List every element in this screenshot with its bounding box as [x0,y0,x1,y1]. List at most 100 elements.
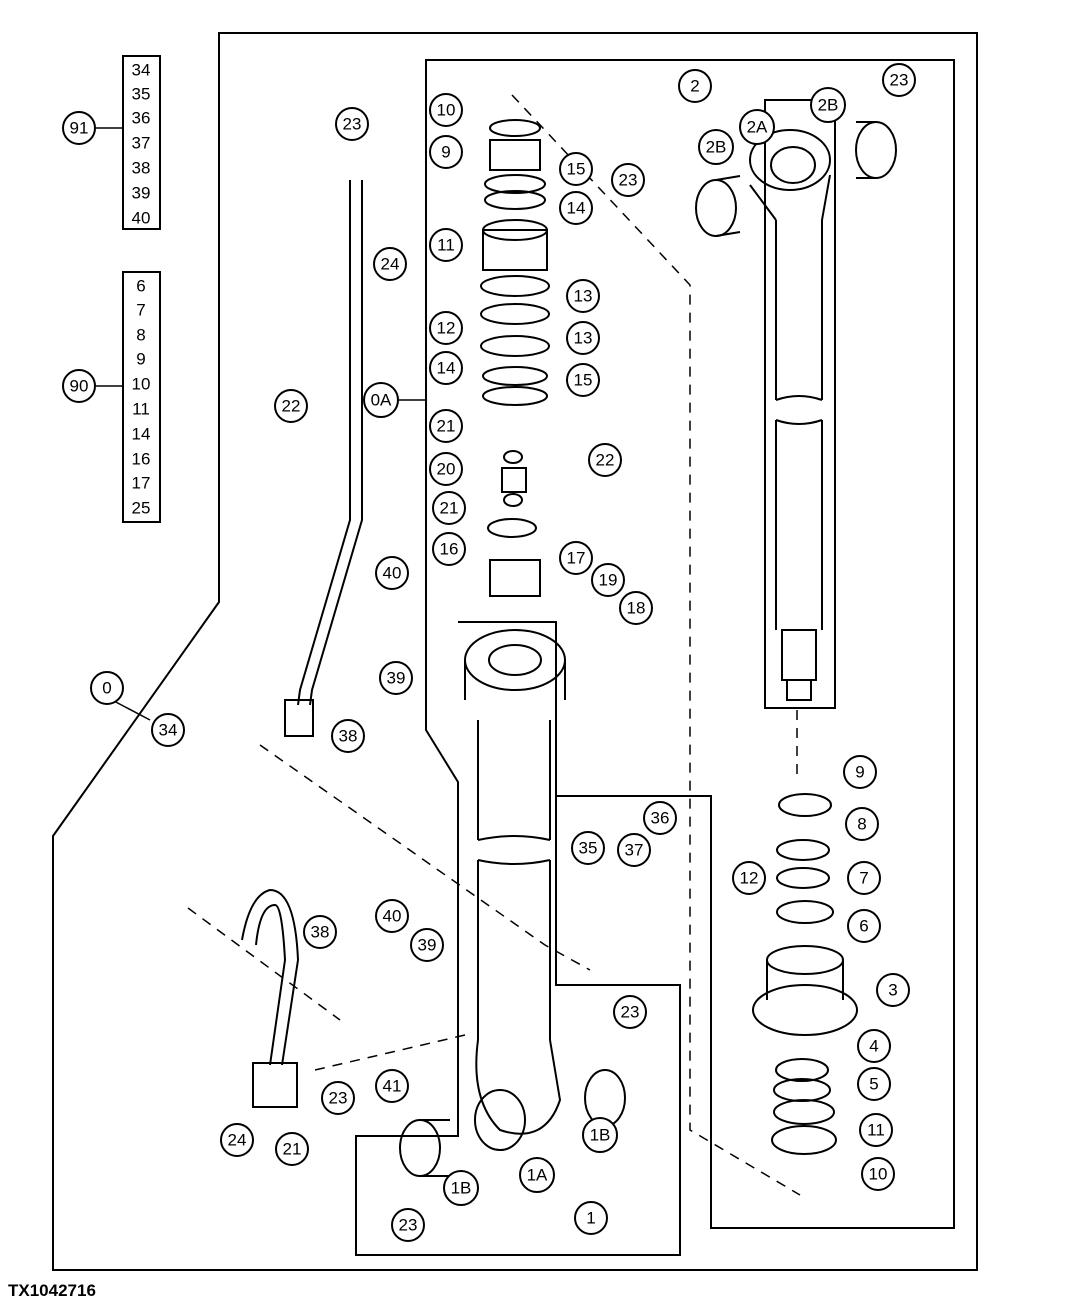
kit-90-item: 9 [136,350,145,369]
kit-91-item: 36 [132,109,151,128]
callout-17-a [566,279,600,313]
callout-1b-right-text: 1B [590,1126,611,1145]
callout-17-b-text: 13 [574,329,593,348]
callout-1-text: 1 [586,1209,595,1228]
callout-15 [429,228,463,262]
callout-5 [857,1067,891,1101]
callout-29-mid [611,163,645,197]
callout-15-text: 11 [437,236,455,255]
callout-30-text: 21 [283,1140,302,1159]
callout-32-top-text: 23 [343,115,362,134]
callout-35 [571,831,605,865]
kit-90-item: 10 [132,375,151,394]
callout-1a-text: 1A [527,1166,548,1185]
callout-33-top-text: 24 [381,255,400,274]
callout-2b-right [810,87,846,123]
callout-17-a-text: 13 [574,287,593,306]
callout-0a [363,382,399,418]
callout-9-text: 9 [855,763,864,782]
callout-11 [859,1113,893,1147]
callout-22 [619,591,653,625]
callout-41-text: 41 [383,1077,402,1096]
callout-23-text: 19 [599,571,618,590]
callout-3-text: 3 [888,981,897,1000]
callout-8 [845,807,879,841]
callout-8-text: 8 [857,815,866,834]
kit-91-box [122,55,161,230]
callout-11-text: 11 [867,1121,885,1140]
bushing-2b [695,121,897,237]
callout-5-text: 5 [869,1075,878,1094]
seal-stack [480,119,550,597]
barrel-box [458,621,557,796]
callout-12 [732,861,766,895]
callout-19-b-text: 15 [574,371,593,390]
callout-markers [62,63,916,1242]
callout-4-text: 4 [869,1037,878,1056]
kit-90-item: 11 [132,400,150,419]
callout-1b-left [443,1170,479,1206]
callout-39-low-text: 39 [418,936,437,955]
callout-13-text: 9 [441,143,450,162]
callout-1b-left-text: 1B [451,1179,472,1198]
callout-26-text: 21 [440,499,459,518]
callout-10-text: 10 [869,1165,888,1184]
callout-29-top [882,63,916,97]
callout-38-low-text: 38 [311,923,330,942]
callout-2-text: 2 [690,77,699,96]
callout-16-text: 12 [437,319,456,338]
callout-32-top [335,107,369,141]
bushing-1b [399,1069,626,1177]
callout-2 [678,69,712,103]
callout-26 [432,491,466,525]
callout-90-text: 90 [70,377,89,396]
piston-rod [749,129,831,701]
callout-18-top-text: 14 [567,199,586,218]
callout-0-text: 0 [102,679,111,698]
kit-90-item: 25 [132,499,151,518]
callout-35-text: 35 [579,839,598,858]
leader-lines [96,127,426,721]
callout-29-top-text: 23 [890,71,909,90]
callout-24-text: 20 [437,460,456,479]
callout-14 [429,93,463,127]
callout-19-b [566,363,600,397]
callout-39-low [410,928,444,962]
callout-33-top [373,247,407,281]
callout-29-mid-text: 23 [619,171,638,190]
callout-40-top [375,556,409,590]
guide-lines [187,94,801,1196]
callout-20 [432,532,466,566]
hydraulic-tubes [241,180,363,1108]
callout-40-low-text: 40 [383,907,402,926]
callout-37 [617,833,651,867]
callout-30 [275,1132,309,1166]
kit-91-item: 35 [132,85,151,104]
callout-38-low [303,915,337,949]
callout-18-b-text: 14 [437,359,456,378]
kit-90-item: 17 [132,474,151,493]
callout-2b-left [698,129,734,165]
callout-18-top [559,191,593,225]
callout-32-low [321,1081,355,1115]
cylinder-barrel [464,629,566,1151]
callout-32-low-text: 23 [329,1089,348,1108]
callout-25 [429,409,463,443]
callout-6-text: 6 [859,917,868,936]
callout-36-text: 36 [651,809,670,828]
callout-39-top-text: 39 [387,669,406,688]
callout-27 [588,443,622,477]
kit-90-item: 6 [136,277,145,296]
callout-0 [90,671,124,705]
callout-1 [574,1201,608,1235]
callout-0a-text: 0A [371,391,392,410]
kit-91-item: 38 [132,159,151,178]
callout-31 [274,389,308,423]
kit-91-item: 37 [132,134,151,153]
callout-27-text: 22 [596,451,615,470]
callout-17-b [566,321,600,355]
callout-22-text: 18 [627,599,646,618]
callout-23 [591,563,625,597]
callout-39-top [379,661,413,695]
